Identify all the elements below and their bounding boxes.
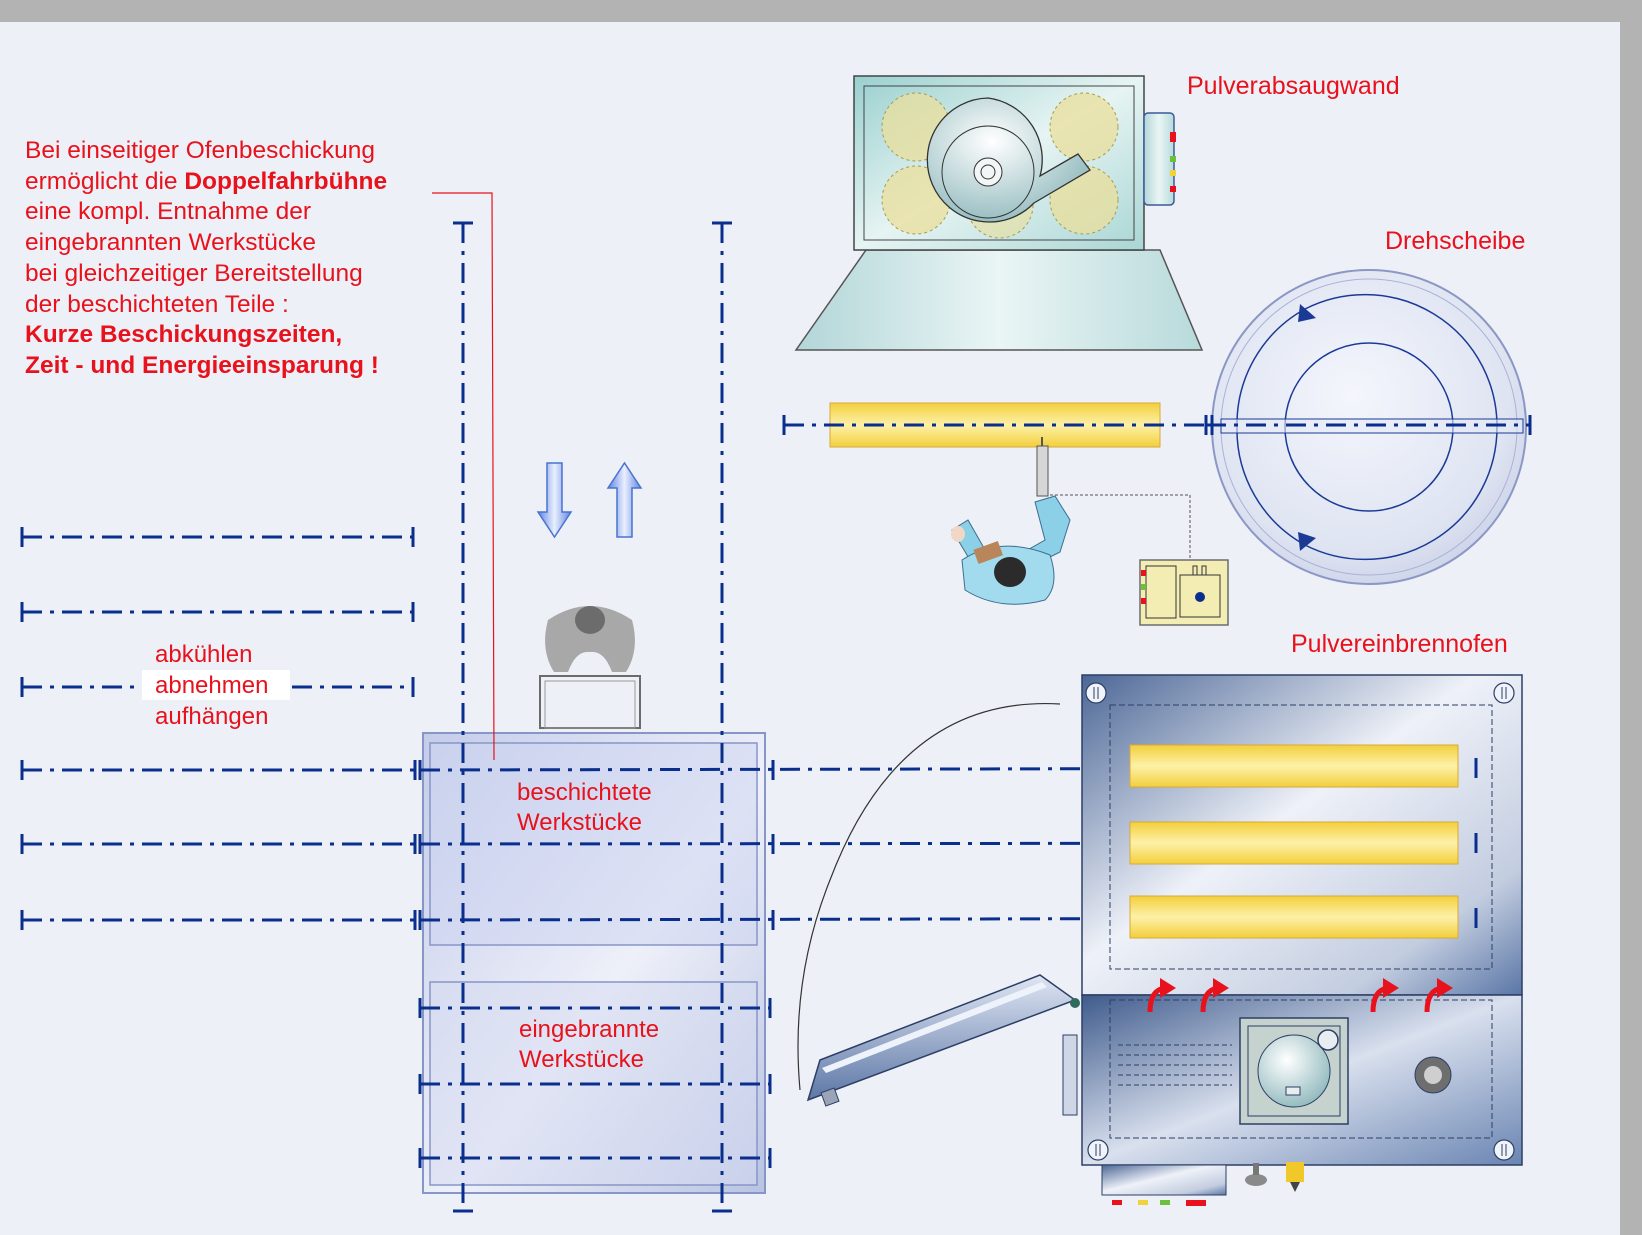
description-line: Bei einseitiger Ofenbeschickung [25, 137, 376, 164]
rail-4 [20, 760, 417, 780]
rail-5 [20, 834, 417, 854]
label-cool: abkühlen [155, 641, 253, 668]
vertical-travel-tracks [453, 221, 732, 1213]
description-line: Zeit - und Energieeinsparung ! [25, 351, 379, 379]
description-highlight: Doppelfahrbühne [184, 167, 388, 195]
rotation-arrow-icon [1298, 532, 1316, 551]
oven-door [806, 974, 1080, 1107]
cart-lower-rails [418, 998, 772, 1168]
label-backdrop [142, 670, 290, 700]
description-line: eingebrannten Werkstücke [25, 229, 316, 257]
description-line: Kurze Beschickungszeiten, [25, 321, 343, 349]
left-rails [20, 527, 417, 930]
down-arrow-icon [536, 462, 573, 539]
powder-booth [794, 75, 1204, 351]
label-powder-booth: Pulverabsaugwand [1187, 72, 1400, 100]
control-box [1139, 559, 1229, 626]
rail-1 [20, 527, 415, 547]
label-baked-line1: eingebrannte [519, 1016, 660, 1043]
description-line: der beschichteten Teile : [25, 290, 289, 318]
description-line: ermöglicht die Doppelfahrbühne [25, 167, 388, 195]
rotation-arrow-icon [1298, 304, 1316, 322]
turntable [1206, 269, 1532, 585]
rail-2 [20, 602, 415, 622]
description-text: Bei einseitiger Ofenbeschickung ermöglic… [25, 136, 387, 382]
label-hang: aufhängen [155, 703, 269, 730]
label-coated-line1: beschichtete [517, 779, 652, 806]
painter-icon [951, 437, 1191, 605]
rail-6 [20, 910, 417, 930]
label-oven: Pulvereinbrennofen [1291, 630, 1508, 658]
leader-line [432, 192, 495, 761]
label-coated-line2: Werkstücke [517, 809, 642, 836]
rail-3 [20, 677, 415, 697]
operator-icon [539, 606, 641, 729]
description-line: bei gleichzeitiger Bereitstellung [25, 259, 363, 287]
description-line: eine kompl. Entnahme der [25, 198, 311, 226]
booth-rail [782, 402, 1208, 448]
powder-curing-oven [797, 674, 1523, 1206]
up-arrow-icon [606, 461, 643, 538]
label-remove: abnehmen [155, 672, 269, 699]
label-baked-line2: Werkstücke [519, 1046, 644, 1073]
label-turntable: Drehscheibe [1385, 227, 1526, 255]
